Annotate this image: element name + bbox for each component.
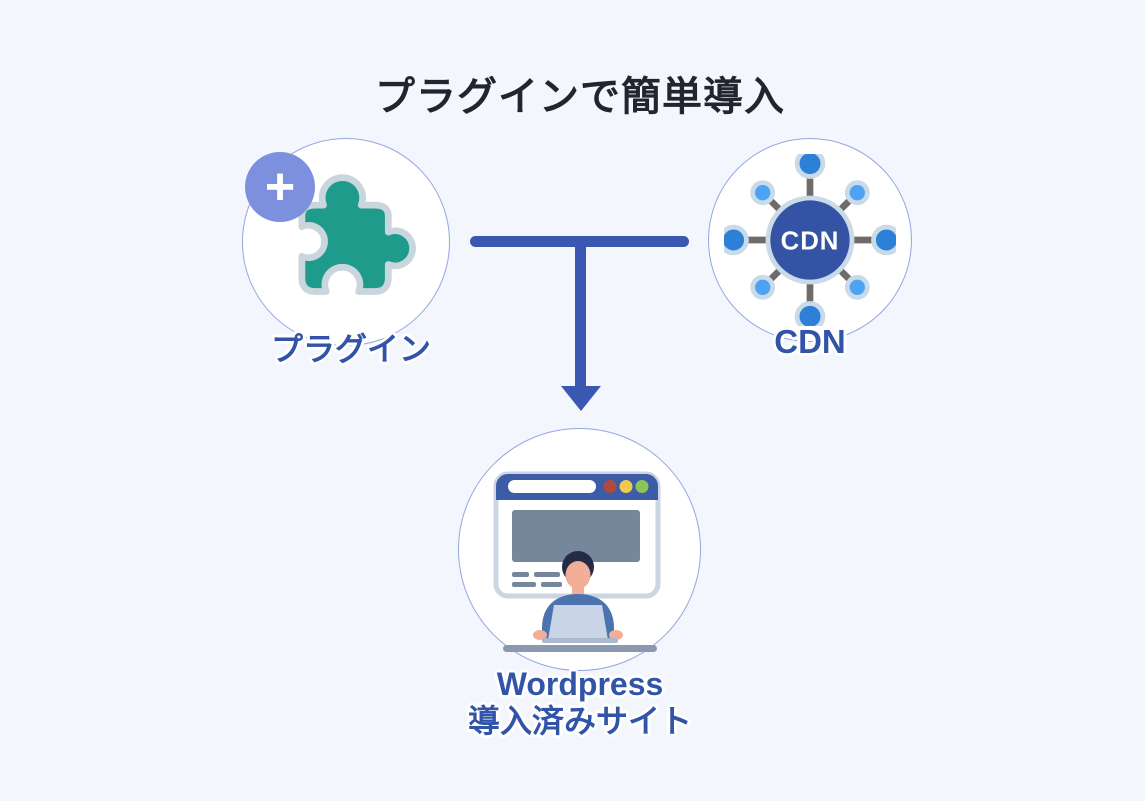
laptop-base — [542, 638, 618, 643]
plugin-add-badge: + — [245, 152, 315, 222]
down-arrowhead-icon — [561, 386, 601, 411]
cdn-hub-circle — [765, 195, 855, 285]
desk — [503, 645, 657, 652]
wordpress-label-line1: Wordpress — [496, 666, 664, 702]
user-face — [565, 561, 591, 589]
cdn-label: CDN — [774, 323, 846, 360]
user-hand-left — [533, 630, 547, 640]
plugin-label: プラグイン — [270, 331, 431, 367]
browser-content-block — [512, 510, 640, 562]
user-at-laptop — [503, 551, 657, 652]
cdn-network-icon: CDN — [724, 154, 896, 326]
browser-with-user-icon — [493, 471, 661, 652]
laptop-screen — [548, 605, 608, 640]
browser-dot-green-icon — [635, 480, 649, 493]
browser-address-bar — [508, 480, 596, 493]
cdn-edge-nodes-small — [750, 180, 870, 300]
puzzle-piece-icon — [298, 174, 416, 295]
user-hand-right — [609, 630, 623, 640]
user-neck — [572, 586, 584, 596]
cdn-hub-label: CDN — [781, 228, 840, 256]
wordpress-label: Wordpress 導入済みサイト — [430, 666, 730, 740]
browser-text-lines — [512, 572, 562, 587]
browser-dot-yellow-icon — [619, 480, 633, 493]
connector-vertical-line — [575, 240, 586, 388]
plus-icon: + — [264, 158, 296, 216]
wordpress-label-line2: 導入済みサイト — [467, 703, 692, 739]
cdn-edge-nodes-large — [724, 154, 896, 326]
page-title: プラグインで簡単導入 — [375, 75, 785, 119]
browser-dot-red-icon — [603, 480, 617, 493]
